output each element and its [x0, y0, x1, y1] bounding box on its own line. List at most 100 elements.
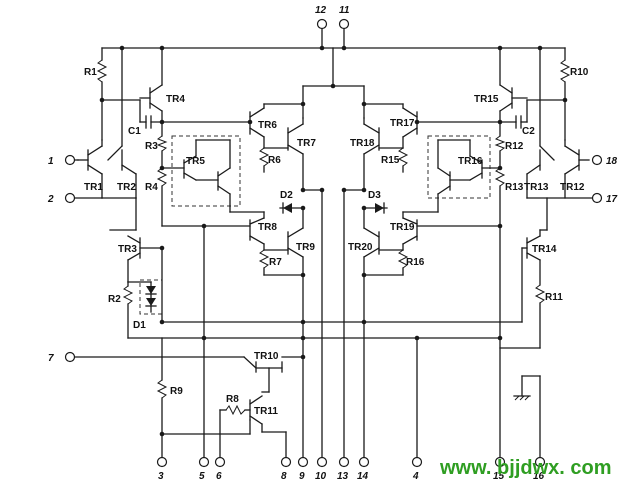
pin-5: 5	[198, 456, 210, 482]
resistor-r10: R10	[559, 47, 589, 101]
svg-text:TR7: TR7	[297, 138, 316, 149]
svg-text:R8: R8	[226, 394, 239, 405]
svg-text:TR2: TR2	[117, 182, 136, 193]
svg-text:3: 3	[158, 471, 164, 482]
pin-7: 7	[48, 351, 245, 364]
svg-text:R12: R12	[505, 141, 524, 152]
pin-6: 6	[214, 456, 226, 482]
capacitor-c2: C2	[416, 99, 535, 137]
svg-text:13: 13	[337, 471, 349, 482]
svg-text:17: 17	[606, 194, 618, 205]
svg-text:TR8: TR8	[258, 222, 277, 233]
svg-text:R1: R1	[84, 67, 97, 78]
resistor-r16: R16	[378, 249, 425, 276]
bus-lines	[127, 247, 523, 341]
transistor-tr18: TR18	[350, 117, 380, 191]
pin-9: 9	[297, 456, 309, 482]
pin-12: 12	[315, 5, 328, 30]
resistor-r2: R2	[108, 281, 134, 339]
transistor-tr2: TR2	[107, 47, 137, 199]
pin-2: 2	[47, 192, 103, 205]
svg-text:14: 14	[357, 471, 369, 482]
svg-text:R7: R7	[269, 257, 282, 268]
pin-10: 10	[315, 456, 328, 482]
svg-text:TR17: TR17	[390, 118, 415, 129]
resistor-r4: R4	[145, 167, 168, 227]
transistor-tr5: TR5	[161, 139, 231, 195]
svg-text:TR9: TR9	[296, 242, 315, 253]
svg-text:TR20: TR20	[348, 242, 373, 253]
pin-18: 18	[591, 154, 618, 167]
svg-text:10: 10	[315, 471, 327, 482]
svg-text:TR14: TR14	[532, 244, 557, 255]
svg-text:9: 9	[299, 471, 305, 482]
svg-text:8: 8	[281, 471, 287, 482]
transistor-tr13: TR13	[524, 47, 555, 199]
transistor-tr14: TR14	[521, 197, 557, 323]
capacitor-c1: C1	[128, 99, 251, 137]
transistor-tr9: TR9	[287, 207, 315, 459]
svg-text:12: 12	[315, 5, 327, 16]
svg-text:D1: D1	[133, 320, 146, 331]
transistor-tr17: TR17	[363, 103, 418, 149]
svg-text:1: 1	[48, 156, 54, 167]
svg-text:C1: C1	[128, 126, 141, 137]
svg-text:TR18: TR18	[350, 138, 375, 149]
pin-17: 17	[591, 192, 618, 205]
transistor-tr10: TR10	[243, 351, 304, 393]
svg-text:TR6: TR6	[258, 120, 277, 131]
svg-text:16: 16	[533, 471, 545, 482]
svg-text:6: 6	[216, 471, 222, 482]
watermark-text: www. bjjdwx. com	[439, 457, 612, 479]
resistor-r9: R9	[156, 337, 183, 459]
svg-text:TR1: TR1	[84, 182, 103, 193]
diode-d1: D1	[127, 281, 157, 331]
svg-text:R13: R13	[505, 182, 524, 193]
svg-text:4: 4	[412, 471, 419, 482]
pin-8: 8	[280, 456, 292, 482]
transistor-tr20: TR20	[348, 207, 380, 459]
resistor-r13: R13	[494, 167, 524, 459]
svg-text:R6: R6	[268, 155, 281, 166]
svg-text:R4: R4	[145, 182, 158, 193]
pin-13: 13	[337, 456, 350, 482]
svg-text:18: 18	[606, 156, 618, 167]
pin-4: 4	[411, 456, 423, 482]
resistor-r3: R3	[145, 121, 168, 169]
svg-text:TR15: TR15	[474, 94, 499, 105]
transistor-tr8: TR8	[229, 211, 277, 251]
svg-text:11: 11	[339, 5, 350, 16]
resistor-r1: R1	[84, 47, 108, 101]
svg-text:TR13: TR13	[524, 182, 549, 193]
resistor-r12: R12	[494, 121, 524, 169]
supply-rail-top	[101, 27, 566, 51]
resistor-r11: R11	[499, 284, 563, 349]
transistor-tr19: TR19	[390, 211, 439, 251]
tr16-dashed-box	[427, 135, 491, 199]
transistor-tr6: TR6	[249, 103, 304, 149]
svg-text:R3: R3	[145, 141, 158, 152]
svg-text:R9: R9	[170, 386, 183, 397]
pin-15: 15	[493, 456, 506, 482]
diode-d2: D2	[279, 190, 304, 214]
transistor-tr7: TR7	[287, 117, 316, 191]
resistor-r8: R8	[219, 394, 251, 459]
transistor-tr16: TR16	[437, 139, 501, 195]
pin-14: 14	[357, 456, 370, 482]
svg-text:TR4: TR4	[166, 94, 185, 105]
transistor-tr3: TR3	[109, 197, 163, 261]
svg-text:TR12: TR12	[560, 182, 585, 193]
central-bus	[302, 47, 365, 119]
svg-text:TR11: TR11	[254, 406, 278, 417]
transistor-tr12: TR12	[560, 139, 590, 199]
svg-text:7: 7	[48, 353, 54, 364]
svg-text:TR5: TR5	[186, 156, 205, 167]
svg-text:R15: R15	[381, 155, 400, 166]
svg-text:D3: D3	[368, 190, 381, 201]
resistor-r6: R6	[258, 147, 289, 173]
pin-3: 3	[156, 456, 168, 482]
svg-text:TR10: TR10	[254, 351, 279, 362]
svg-text:R2: R2	[108, 294, 121, 305]
transistor-tr1: TR1	[77, 139, 103, 199]
